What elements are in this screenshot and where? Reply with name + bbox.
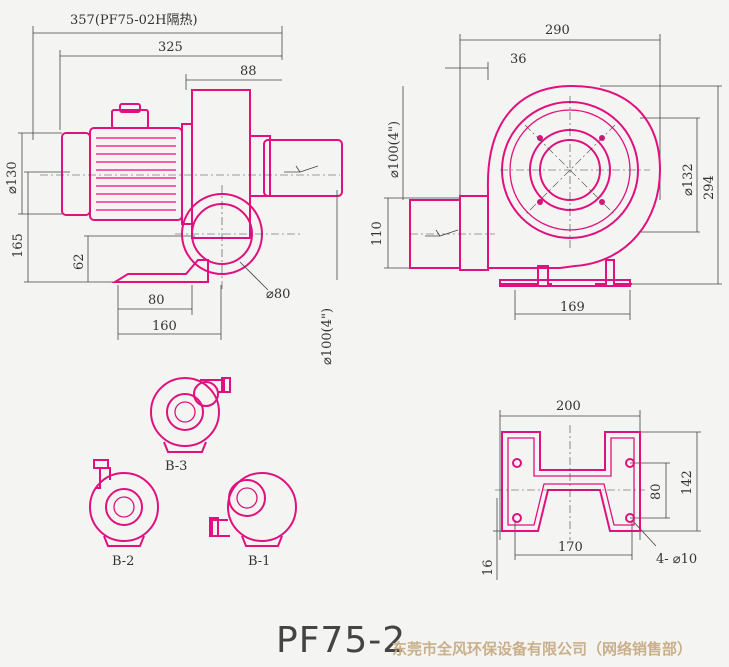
dim-base-80: 80: [148, 293, 165, 308]
dim-width-290: 290: [545, 23, 570, 38]
label-b1: B-1: [248, 554, 270, 569]
watermark: 东莞市全风环保设备有限公司（网络销售部）: [392, 640, 693, 658]
dim-height-110: 110: [370, 221, 385, 246]
dim-base-169: 169: [560, 300, 585, 315]
dim-dia-130: ⌀130: [5, 161, 20, 194]
base-plan-view: 200 142 80 170 16 4- ⌀10: [481, 399, 701, 580]
label-b3: B-3: [165, 459, 187, 474]
orientation-b1: B-1: [209, 472, 297, 569]
dim-base-width-200: 200: [556, 399, 581, 414]
dim-dia-132: ⌀132: [681, 163, 696, 196]
dim-height-294: 294: [702, 175, 717, 200]
dim-length-325: 325: [158, 40, 183, 55]
dim-length-88: 88: [240, 64, 257, 79]
dim-outlet-dia: ⌀100(4"): [320, 308, 335, 365]
dim-base-160: 160: [152, 319, 177, 334]
dim-holes: 4- ⌀10: [656, 552, 697, 567]
side-view: 357(PF75-02H隔热) 325 88 ⌀130 165 62 80 16…: [5, 13, 343, 365]
dim-base-thick-16: 16: [481, 559, 496, 576]
front-view: 290 36 ⌀100(4") 110 ⌀132 294 169: [370, 23, 722, 320]
dim-height-62: 62: [72, 253, 87, 270]
dim-base-height-142: 142: [680, 470, 695, 495]
model-title: PF75-2: [276, 620, 407, 661]
dim-inlet-dia: ⌀100(4"): [387, 121, 402, 178]
dim-dia-80: ⌀80: [266, 287, 290, 302]
label-b2: B-2: [112, 554, 134, 569]
orientation-b2: B-2: [89, 459, 159, 569]
orientation-b3: B-3: [150, 377, 231, 474]
dim-base-inner-80: 80: [649, 483, 664, 500]
dim-offset-36: 36: [510, 52, 527, 67]
dim-height-165: 165: [11, 233, 26, 258]
dim-base-hole-170: 170: [558, 540, 583, 555]
dim-total-length: 357(PF75-02H隔热): [70, 13, 198, 28]
